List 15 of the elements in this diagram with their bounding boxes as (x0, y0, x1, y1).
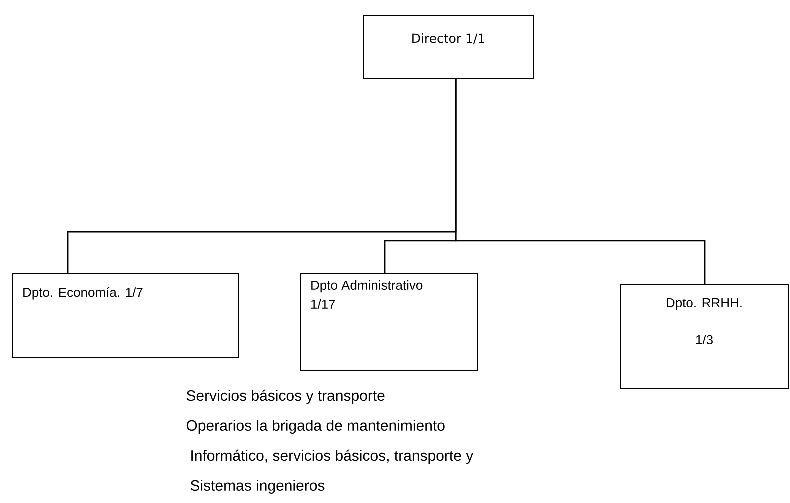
note-text: Operarios la brigada de mantenimiento (186, 420, 445, 434)
box-text: Dpto. RRHH. (667, 298, 742, 310)
org-box (12, 272, 239, 358)
box-text: 1/17 (312, 299, 336, 310)
box-text: Dpto. Economía. 1/7 (24, 288, 143, 300)
connector-line (455, 79, 706, 284)
note-text: Informático, servicios básicos, transporte y (192, 450, 474, 464)
note-text: Sistemas ingenieros (190, 480, 325, 494)
org-box (363, 15, 534, 79)
box-text: 1/3 (696, 335, 713, 345)
box-text: Director 1/1 (412, 33, 484, 44)
org-box (300, 272, 478, 371)
box-text: Dpto Administrativo (312, 280, 423, 293)
org-box (620, 284, 789, 389)
note-text: Servicios básicos y transporte (186, 390, 385, 404)
